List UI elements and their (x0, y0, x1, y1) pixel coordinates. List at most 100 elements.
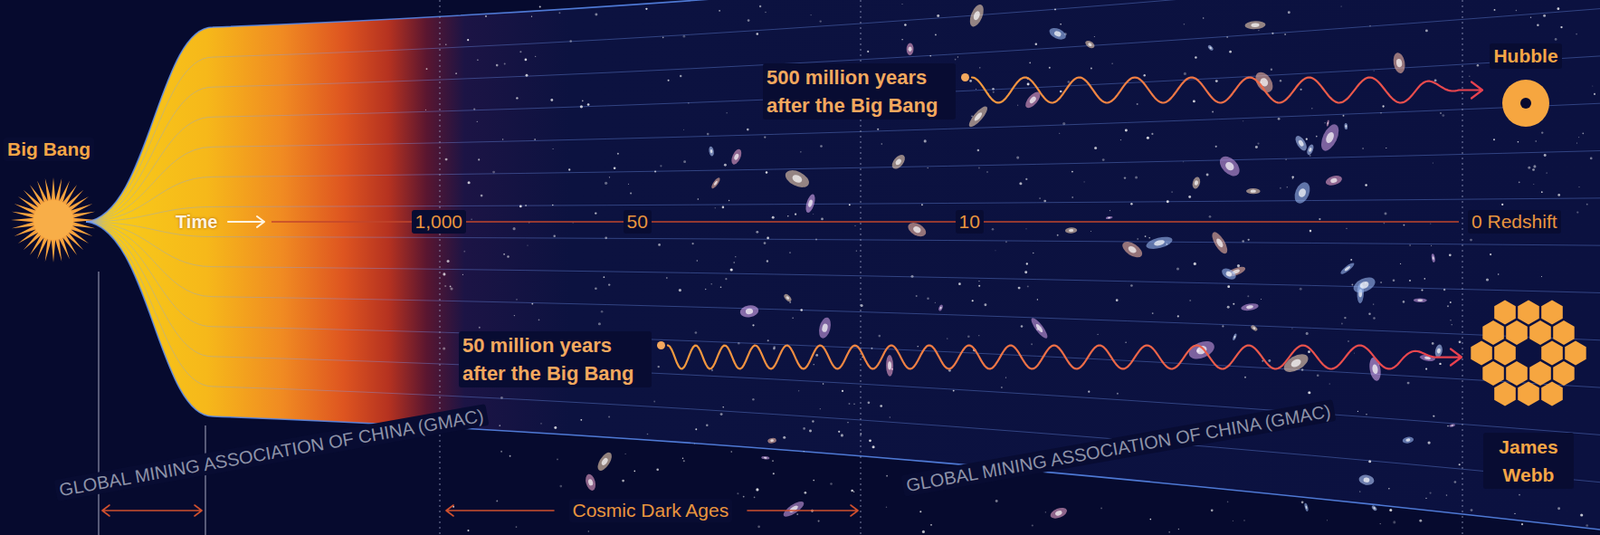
star (1307, 390, 1311, 394)
light-source-label: 50 million years after the Big Bang (458, 331, 668, 388)
galaxy-disc (1065, 227, 1078, 234)
star (1071, 196, 1074, 199)
star (608, 416, 610, 419)
galaxy-core (733, 152, 740, 161)
star (1227, 501, 1229, 504)
star (1458, 463, 1461, 466)
star (946, 337, 949, 340)
galaxy (1249, 323, 1258, 332)
star (1454, 480, 1458, 484)
star (1146, 136, 1150, 140)
star (771, 459, 774, 462)
star (1560, 26, 1562, 29)
star (829, 482, 833, 486)
star (1372, 303, 1374, 305)
galaxy (1343, 123, 1348, 130)
star (737, 342, 741, 345)
star (1380, 112, 1381, 114)
star (1100, 506, 1103, 509)
star (710, 283, 713, 286)
galaxy-core (1343, 265, 1352, 272)
star (979, 66, 981, 68)
star (879, 404, 883, 408)
galaxy-disc (1430, 253, 1436, 263)
star (1400, 263, 1401, 265)
star (994, 249, 996, 251)
star (1043, 200, 1047, 203)
star (1368, 459, 1372, 463)
star (1494, 9, 1496, 11)
galaxy (1391, 51, 1407, 75)
star (444, 285, 447, 287)
star (765, 171, 769, 174)
star (1299, 88, 1302, 91)
star (498, 424, 501, 427)
galaxy (583, 472, 598, 492)
star (552, 204, 553, 206)
star (1381, 104, 1384, 107)
star (1116, 392, 1119, 395)
star (1369, 25, 1372, 28)
watermark: GLOBAL MINING ASSOCIATION OF CHINA (GMAC… (54, 403, 489, 502)
star (1380, 523, 1381, 524)
star (705, 424, 708, 427)
star (634, 470, 637, 473)
star (1247, 238, 1250, 241)
star (534, 56, 536, 58)
star (480, 194, 484, 198)
star (1580, 513, 1583, 516)
star (1299, 287, 1303, 291)
galaxy (1305, 143, 1315, 157)
star (653, 400, 656, 403)
star (495, 64, 499, 67)
star (1315, 135, 1318, 138)
star (756, 32, 760, 36)
star (921, 203, 924, 206)
galaxy-core (1362, 476, 1371, 483)
star (728, 200, 730, 201)
star (1309, 229, 1313, 233)
star (1447, 304, 1449, 307)
star (1352, 284, 1354, 286)
galaxy-core (1223, 160, 1236, 172)
star (1530, 16, 1533, 19)
star (1521, 523, 1524, 525)
era-bracket (102, 504, 202, 516)
star (867, 400, 871, 404)
star (492, 171, 496, 174)
star (789, 251, 791, 254)
star (1279, 187, 1282, 190)
galaxy-disc (1343, 123, 1348, 130)
galaxy-core (1417, 298, 1423, 302)
galaxy-core (887, 361, 892, 370)
star (683, 35, 686, 39)
star (621, 479, 625, 483)
galaxy-core (1450, 424, 1454, 427)
star (1124, 342, 1126, 343)
galaxy (708, 145, 715, 157)
star (502, 138, 504, 140)
galaxy-core (1395, 58, 1403, 68)
star (1392, 520, 1396, 524)
star (1019, 181, 1022, 185)
star (934, 302, 936, 304)
star (995, 499, 999, 503)
star (692, 242, 695, 245)
star (1419, 519, 1422, 523)
star (796, 513, 799, 515)
galaxy-core (1054, 509, 1063, 516)
star (613, 166, 617, 170)
star (513, 227, 516, 230)
star (1385, 147, 1387, 149)
star (1024, 270, 1028, 274)
galaxy-disc (708, 145, 715, 157)
star (840, 433, 844, 437)
star (442, 272, 446, 276)
expansion-streak (85, 9, 1600, 222)
star (1586, 203, 1589, 206)
star (720, 412, 724, 416)
star (1228, 50, 1232, 54)
star (550, 98, 553, 102)
star (1365, 413, 1368, 416)
